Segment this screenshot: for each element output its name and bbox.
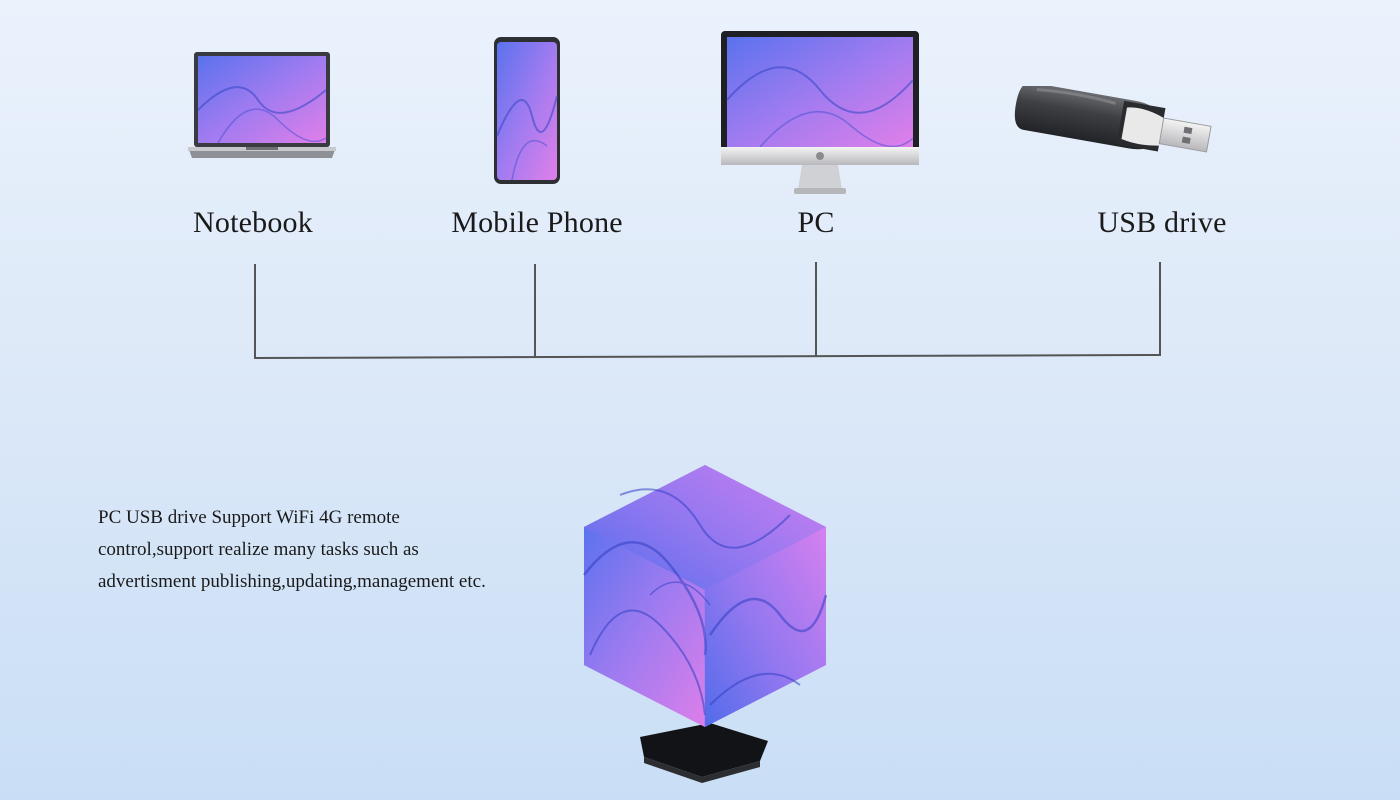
description-line-2: control,support realize many tasks such … [98,539,419,560]
pc-device [720,30,920,203]
mobile-phone-label: Mobile Phone [451,206,623,239]
desktop-monitor-icon [721,31,919,194]
connector-lines [253,262,1162,359]
notebook-label: Notebook [193,206,313,239]
laptop-icon [188,52,336,158]
usb-drive-label: USB drive [1097,206,1227,239]
usb-drive-device [1012,82,1222,167]
smartphone-icon [494,37,560,184]
description-line-1: PC USB drive Support WiFi 4G remote [98,507,400,528]
description-line-3: advertisment publishing,updating,managem… [98,571,486,592]
mobile-phone-device [492,36,562,191]
hexagonal-cube-display-icon [583,465,828,783]
cube-led-display [560,455,850,790]
feature-description: PC USB drive Support WiFi 4G remote cont… [98,502,558,598]
usb-drive-icon [1014,82,1212,153]
notebook-device [188,50,336,173]
pc-label: PC [797,206,835,239]
